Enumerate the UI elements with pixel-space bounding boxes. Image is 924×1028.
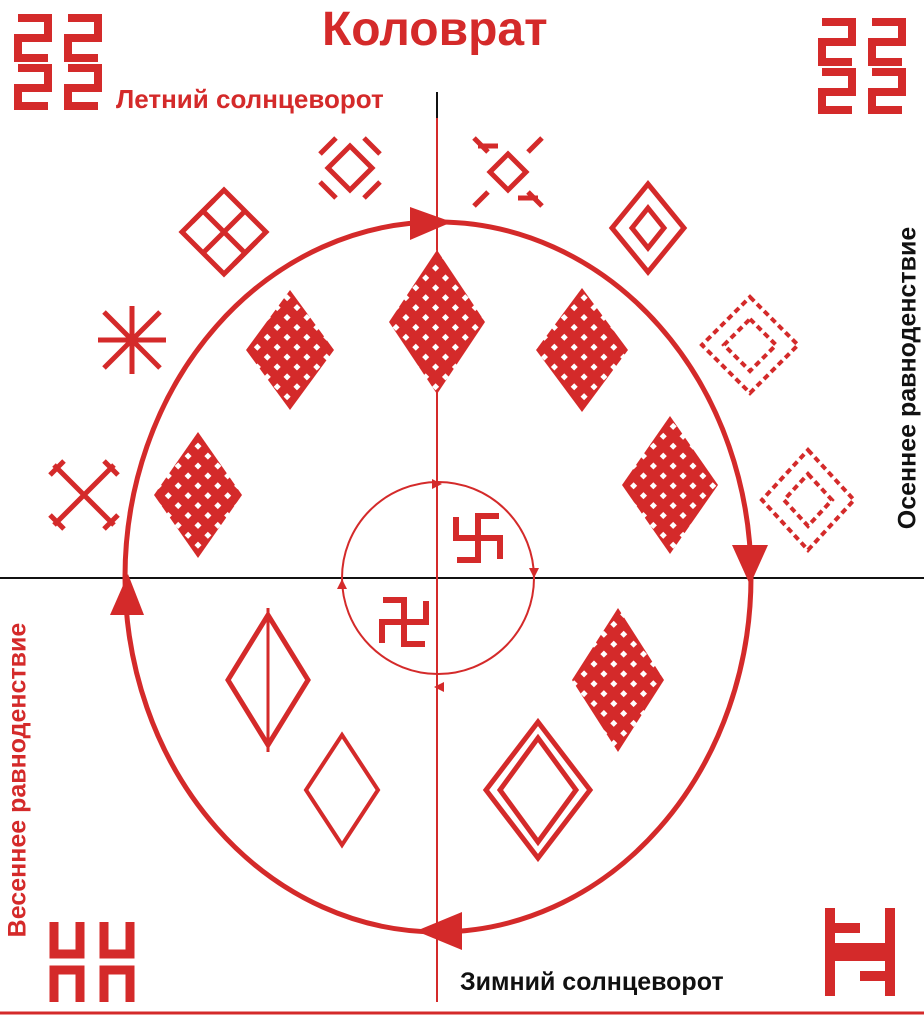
summer-solstice-label: Летний солнцеворот (116, 84, 384, 115)
spring-equinox-label: Весеннее равноденствие (4, 623, 33, 938)
diamond-ornament-icon (389, 250, 485, 394)
arrow-icon (416, 912, 462, 950)
swastika-icon (382, 600, 426, 644)
autumn-equinox-label: Осеннее равноденствие (894, 227, 923, 529)
page-title: Коловрат (322, 2, 548, 57)
knot-ornament-icon (474, 138, 542, 206)
diamond-ornament-icon (306, 735, 378, 845)
knot-ornament-icon (320, 138, 380, 198)
arrow-icon (110, 574, 144, 615)
knot-ornament-icon (182, 190, 266, 274)
diamond-ornament-icon (622, 416, 718, 554)
swastika-icon (456, 516, 500, 560)
diamond-ornament-icon (486, 722, 590, 858)
diamond-ornament-icon (154, 432, 242, 558)
diamond-ornament-icon (246, 290, 334, 410)
arrow-icon (529, 568, 539, 578)
knot-ornament-icon (612, 184, 684, 272)
corner-ornament-icon (18, 18, 98, 106)
knot-ornament-icon (702, 297, 798, 393)
arrow-icon (337, 579, 347, 589)
corner-ornament-icon (54, 922, 130, 1002)
cross-ornament-icon (98, 306, 166, 374)
arrow-icon (434, 682, 444, 692)
arrow-icon (410, 207, 452, 240)
knot-ornament-icon (762, 450, 854, 550)
cross-ornament-icon (50, 461, 118, 529)
winter-solstice-label: Зимний солнцеворот (460, 968, 724, 997)
diamond-ornament-icon (572, 608, 664, 752)
diamond-ornament-icon (536, 288, 628, 412)
corner-ornament-icon (830, 908, 890, 996)
corner-ornament-icon (822, 22, 902, 110)
